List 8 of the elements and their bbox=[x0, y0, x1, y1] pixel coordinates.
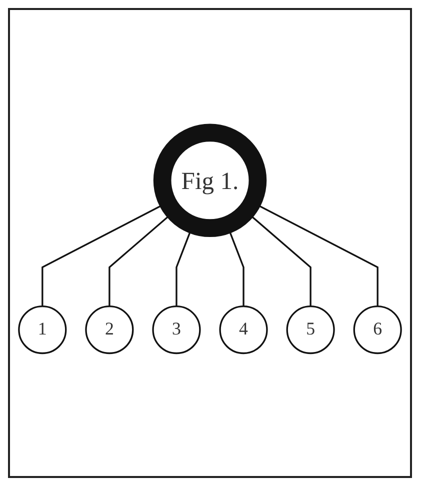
node-circle bbox=[18, 306, 67, 354]
node-circle bbox=[153, 124, 267, 238]
node-circle bbox=[353, 306, 402, 354]
node-circle bbox=[85, 306, 134, 354]
frame-border: Fig 1. 1 2 3 4 5 6 bbox=[8, 8, 412, 478]
node-circle bbox=[286, 306, 335, 354]
node-circle bbox=[152, 306, 201, 354]
node-circle bbox=[219, 306, 268, 354]
